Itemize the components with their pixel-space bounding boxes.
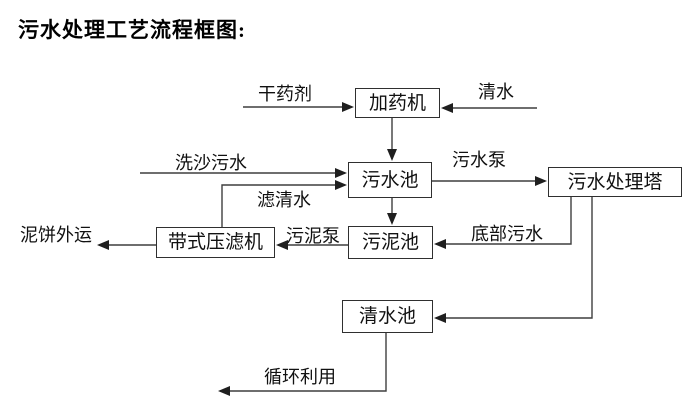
arrow-filtered-water — [221, 180, 347, 227]
node-clean-water-pool: 清水池 — [342, 300, 433, 333]
node-belt-filter-press: 带式压滤机 — [156, 227, 275, 258]
node-treatment-tower: 污水处理塔 — [548, 167, 682, 197]
flow-label-filtered-water: 滤清水 — [257, 190, 311, 210]
flow-label-sludge-pump: 污泥泵 — [286, 226, 340, 246]
arrow-bottom-sewage — [434, 197, 572, 249]
flow-label-sewage-pump: 污水泵 — [452, 150, 506, 170]
flow-label-sand-washing-sewage: 洗沙污水 — [175, 153, 247, 173]
arrow-recycle — [218, 333, 387, 396]
node-sludge-pool: 污泥池 — [348, 226, 433, 259]
arrow-tower-to-clean-pool — [434, 197, 593, 323]
flow-label-bottom-sewage: 底部污水 — [471, 224, 543, 244]
node-dosing-machine: 加药机 — [355, 88, 440, 118]
node-sewage-pool: 污水池 — [348, 162, 432, 198]
flow-label-dry-chemical: 干药剂 — [258, 84, 312, 104]
flow-label-mud-cake-out: 泥饼外运 — [20, 225, 92, 245]
flow-label-clean-water: 清水 — [478, 82, 514, 102]
diagram-title: 污水处理工艺流程框图: — [18, 18, 246, 42]
flow-label-recycle: 循环利用 — [264, 367, 336, 387]
